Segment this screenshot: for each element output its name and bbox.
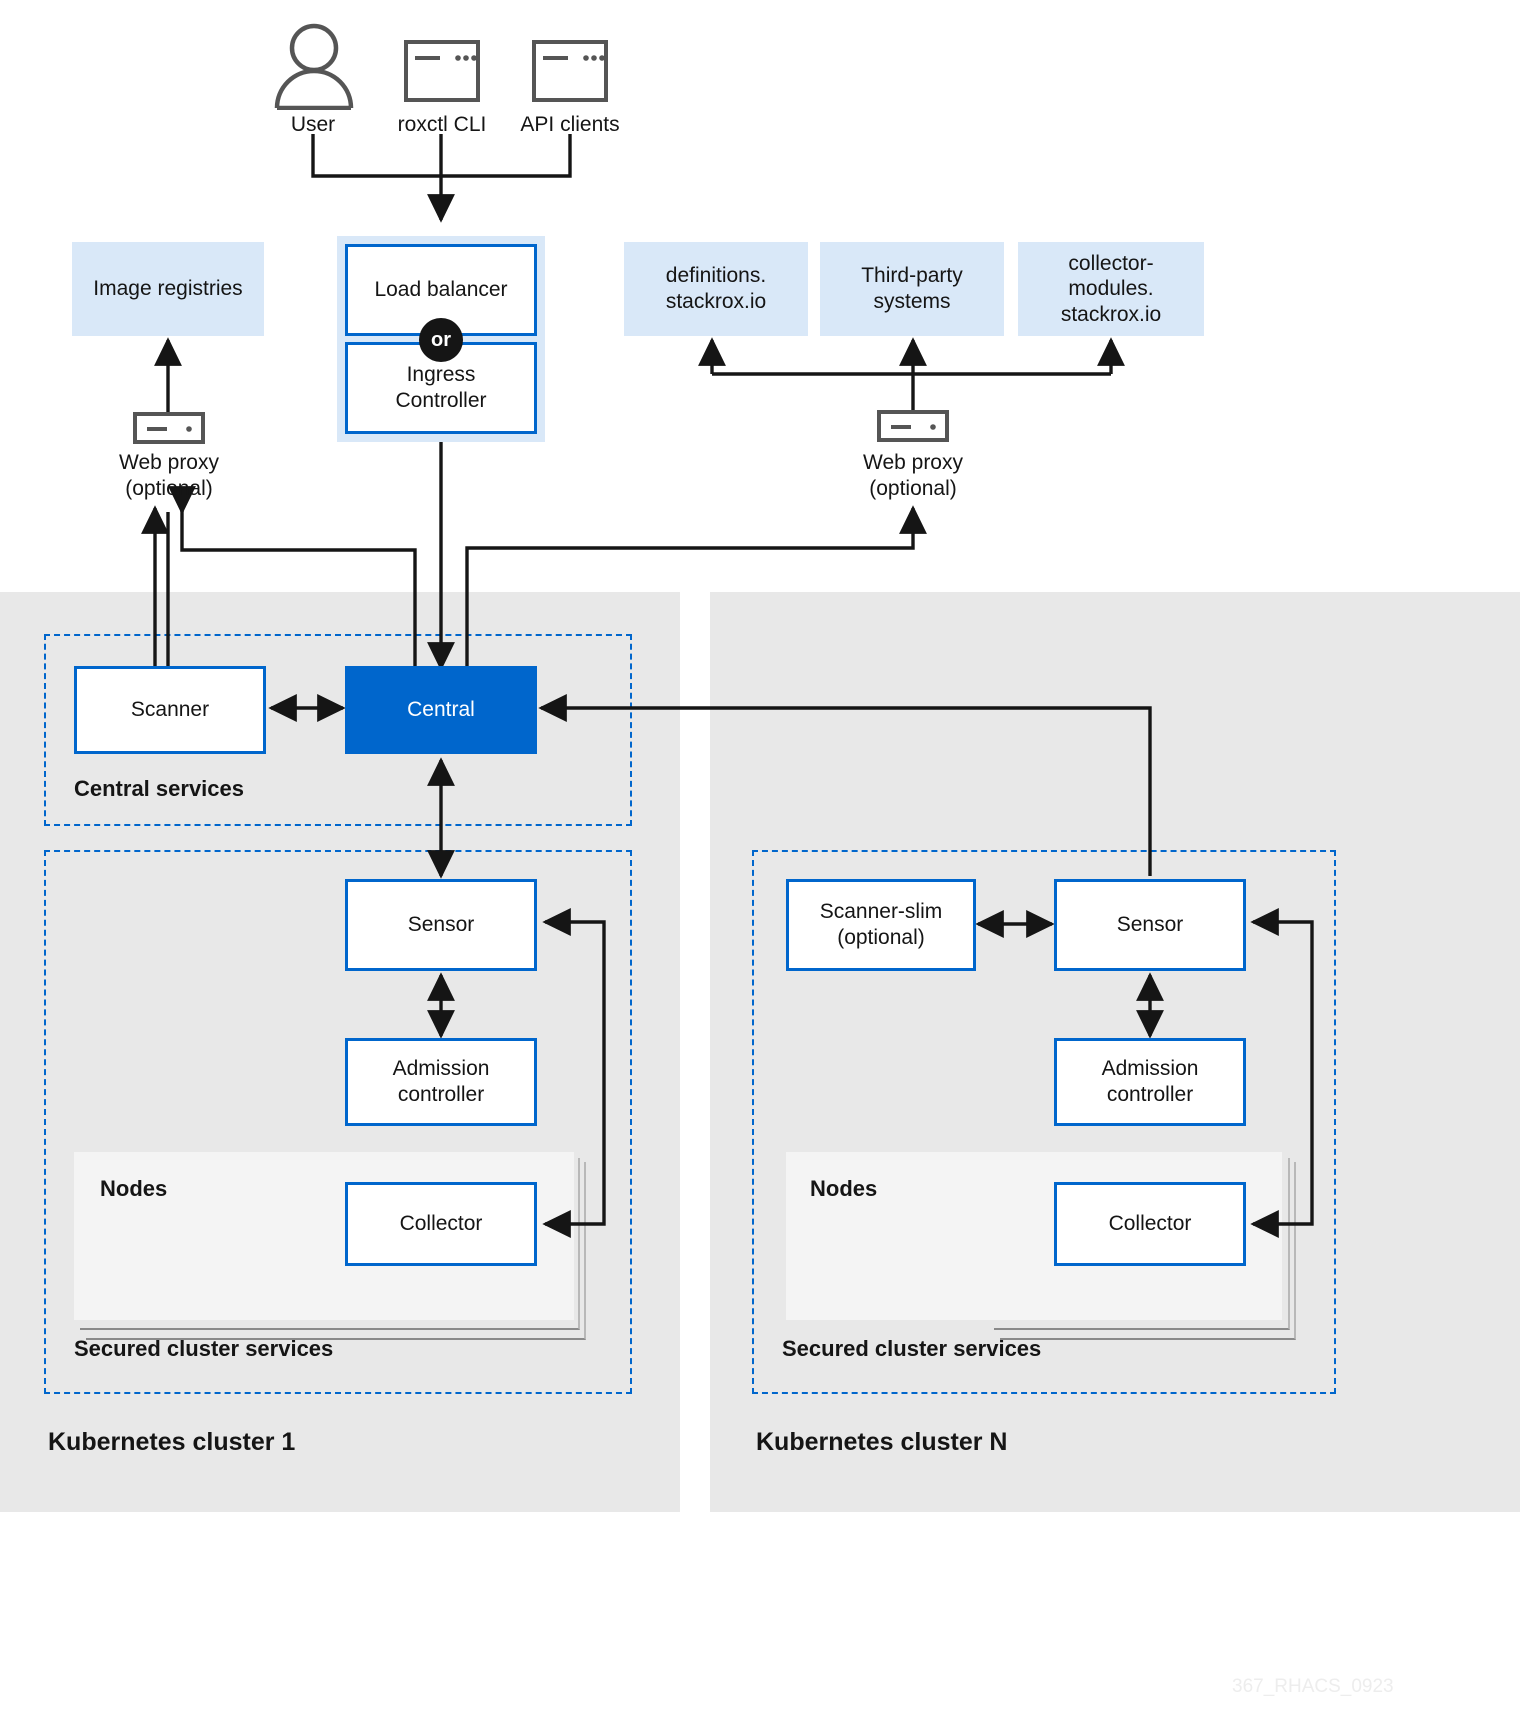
definitions-line2: stackrox.io (665, 290, 767, 313)
scanner-box: Scanner (74, 666, 266, 754)
user-icon (272, 22, 356, 111)
secured-cluster-services-label-1: Secured cluster services (74, 1336, 334, 1361)
sensor-box-cluster-n: Sensor (1054, 879, 1246, 971)
third-party-systems-box: Third-party systems (820, 242, 1004, 336)
admission-controller-line1-cluster-n: Admission (1101, 1057, 1199, 1081)
web-proxy-qualifier-right: (optional) (869, 476, 957, 500)
secured-cluster-services-1-boundary (44, 850, 632, 1394)
collector-modules-line1: collector- (1068, 251, 1154, 275)
nodes-stack-shadow-1a (80, 1158, 580, 1330)
collector-label-cluster-1: Collector (399, 1212, 483, 1236)
web-proxy-label-left: Web proxy (optional) (98, 450, 240, 501)
nodes-label-cluster-1: Nodes (100, 1176, 168, 1201)
definitions-stackrox-io-box: definitions. stackrox.io (624, 242, 808, 336)
load-balancer-label: Load balancer (374, 278, 508, 302)
sensor-box-cluster-1: Sensor (345, 879, 537, 971)
sensor-label-cluster-1: Sensor (407, 913, 475, 937)
admission-controller-line1-cluster-1: Admission (392, 1057, 490, 1081)
nodes-stack-shadow-nb (1000, 1162, 1296, 1340)
image-registries-label: Image registries (93, 277, 243, 301)
admission-controller-box-cluster-n: Admission controller (1054, 1038, 1246, 1126)
third-party-line1: Third-party (861, 264, 963, 288)
nodes-stack-shadow-na (994, 1158, 1290, 1330)
collector-box-cluster-n: Collector (1054, 1182, 1246, 1266)
scanner-label: Scanner (130, 698, 210, 722)
third-party-line2: systems (873, 290, 951, 313)
watermark: 367_RHACS_0923 (1232, 1676, 1394, 1697)
api-clients-label: API clients (520, 113, 620, 136)
admission-controller-line2-cluster-1: controller (397, 1083, 485, 1106)
terminal-window-icon-api (532, 40, 608, 102)
user-label: User (290, 113, 336, 136)
scanner-slim-qualifier: (optional) (837, 926, 925, 949)
admission-controller-box-cluster-1: Admission controller (345, 1038, 537, 1126)
collector-modules-line3: stackrox.io (1060, 302, 1162, 326)
nodes-stack-shadow-1b (86, 1162, 586, 1340)
central-services-zone-label: Central services (74, 776, 244, 801)
collector-modules-line2: modules. (1068, 277, 1154, 301)
terminal-window-icon-roxctl (404, 40, 480, 102)
kubernetes-cluster-1-label: Kubernetes cluster 1 (48, 1428, 296, 1456)
web-proxy-icon-left (133, 412, 205, 444)
web-proxy-label-right: Web proxy (optional) (842, 450, 984, 501)
scanner-slim-box-cluster-n: Scanner-slim (optional) (786, 879, 976, 971)
collector-label-cluster-n: Collector (1108, 1212, 1192, 1236)
or-badge: or (419, 318, 463, 362)
web-proxy-name-left: Web proxy (119, 451, 219, 474)
web-proxy-qualifier-left: (optional) (125, 476, 213, 500)
kubernetes-cluster-n-label: Kubernetes cluster N (756, 1428, 1008, 1456)
web-proxy-icon-right (877, 410, 949, 442)
web-proxy-name-right: Web proxy (863, 451, 963, 474)
scanner-slim-label: Scanner-slim (819, 900, 943, 924)
definitions-line1: definitions. (665, 264, 767, 288)
admission-controller-line2-cluster-n: controller (1106, 1083, 1194, 1106)
secured-cluster-services-label-n: Secured cluster services (782, 1336, 1042, 1361)
ingress-controller-label: Ingress Controller (395, 363, 487, 412)
sensor-label-cluster-n: Sensor (1116, 913, 1184, 937)
roxctl-cli-label: roxctl CLI (397, 113, 487, 136)
collector-modules-stackrox-io-box: collector- modules. stackrox.io (1018, 242, 1204, 336)
central-label: Central (407, 698, 475, 722)
nodes-label-cluster-n: Nodes (810, 1176, 878, 1201)
collector-box-cluster-1: Collector (345, 1182, 537, 1266)
image-registries-box: Image registries (72, 242, 264, 336)
central-box: Central (345, 666, 537, 754)
